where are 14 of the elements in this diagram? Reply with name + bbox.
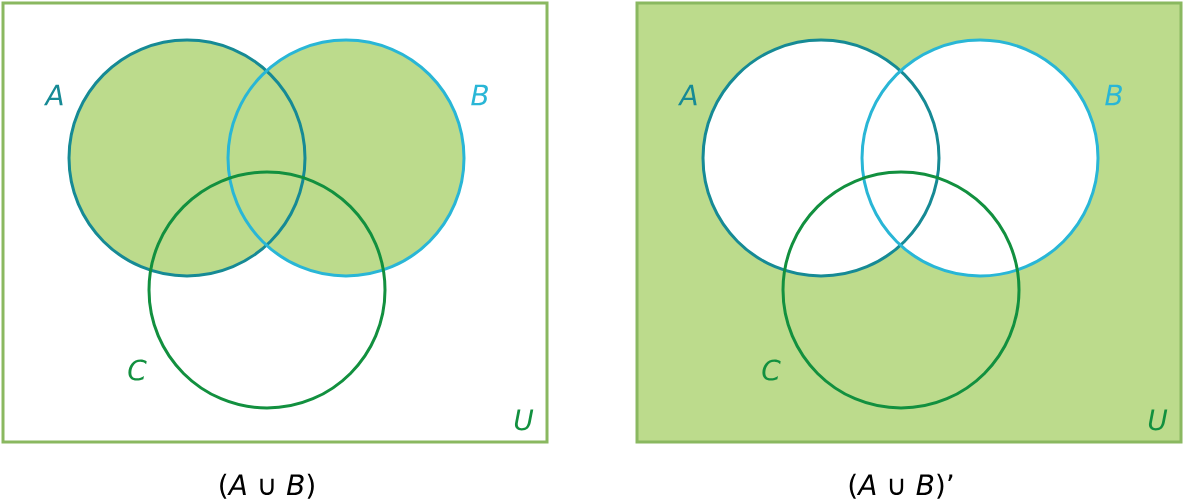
set-label: C	[128, 359, 147, 381]
panel-label: (A ∪ B)	[220, 473, 314, 499]
set-circle	[67, 38, 307, 278]
set-label: A	[43, 84, 63, 106]
set-label: C	[762, 359, 781, 381]
set-label: B	[471, 84, 488, 106]
panel-label: (A ∪ B)’	[849, 473, 953, 499]
set-circle	[781, 170, 1021, 410]
set-circle	[701, 38, 941, 278]
set-circle	[226, 38, 466, 278]
set-label: A	[677, 84, 697, 106]
set-circle	[147, 170, 387, 410]
set-circle	[860, 38, 1100, 278]
set-label: B	[1105, 84, 1122, 106]
